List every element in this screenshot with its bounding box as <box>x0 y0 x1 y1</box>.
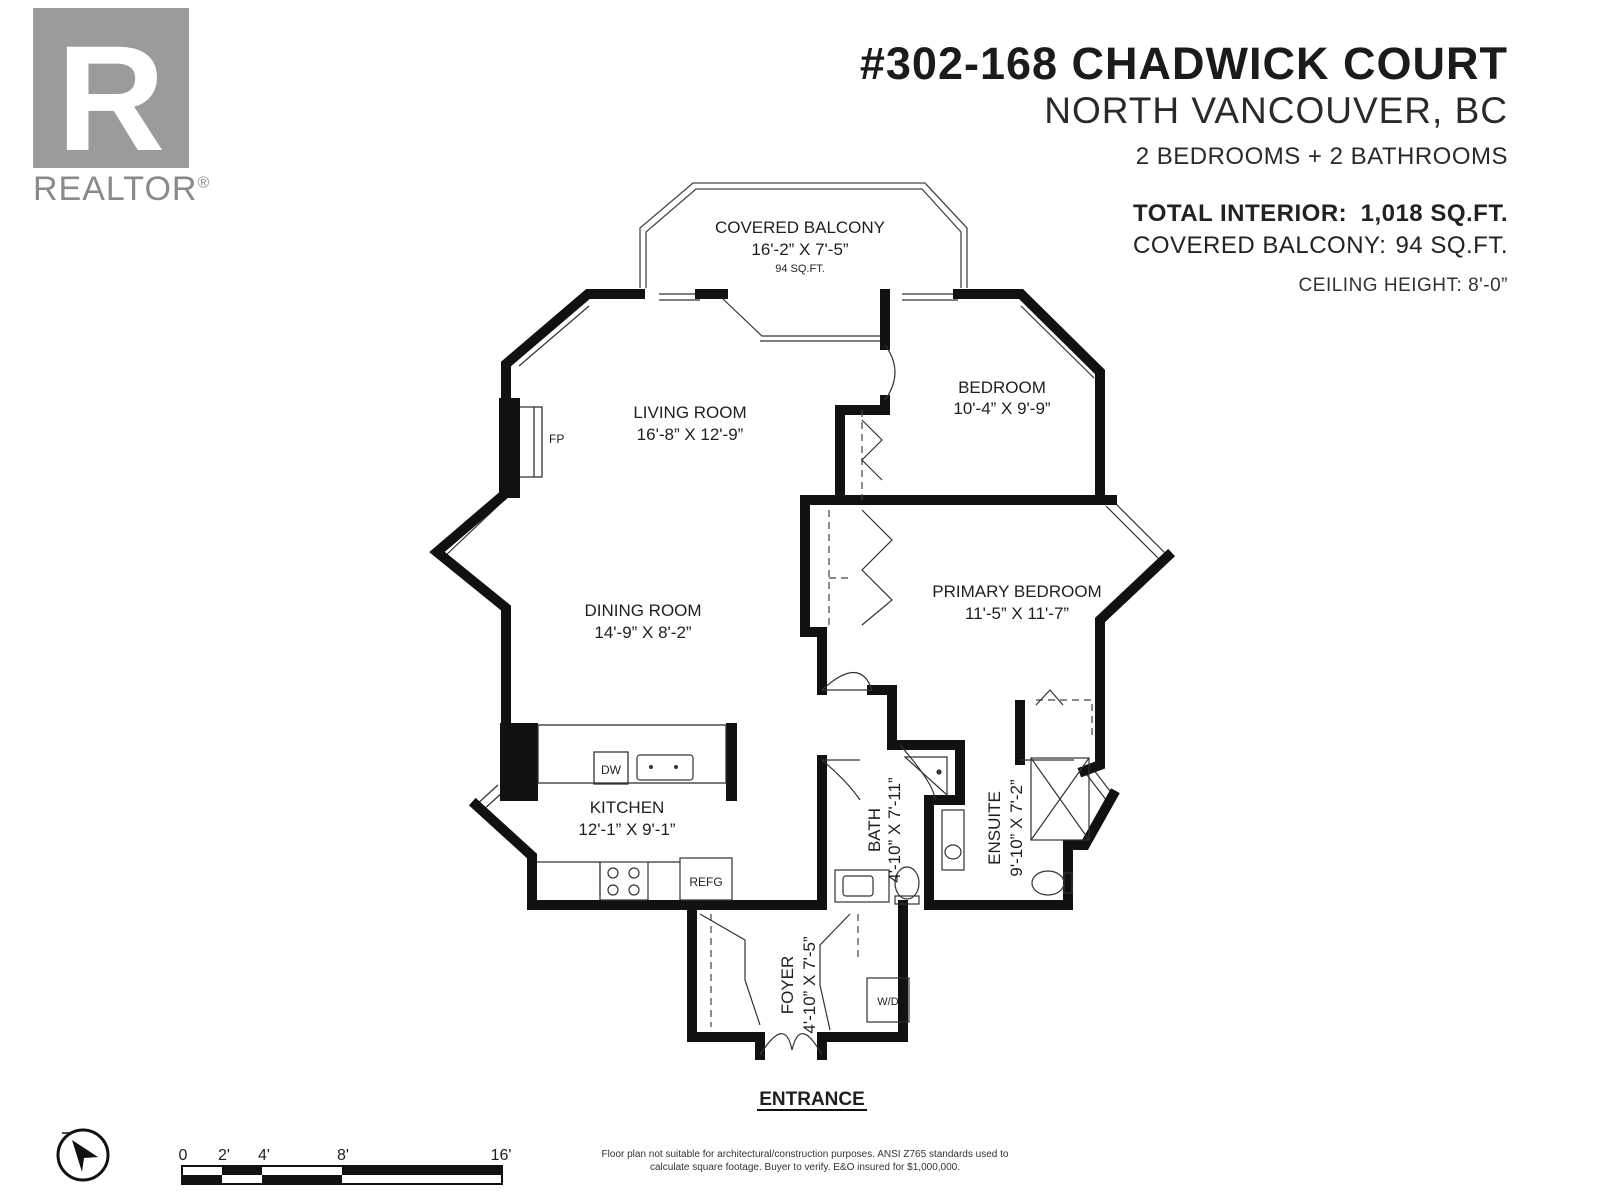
dining-room-name: DINING ROOM <box>584 601 701 620</box>
rooms-summary: 2 BEDROOMS + 2 BATHROOMS <box>1135 143 1508 170</box>
scale-bar: 0 2' 4' 8' 16' <box>179 1147 512 1185</box>
dining-room-dims: 14'-9” X 8'-2” <box>594 623 692 642</box>
bedroom-dims: 10'-4” X 9'-9” <box>953 399 1051 418</box>
balcony-area-label: COVERED BALCONY: <box>1133 232 1387 259</box>
balcony-dims: 16'-2” X 7'-5” <box>751 240 849 259</box>
north-arrow-icon <box>56 1128 110 1182</box>
dishwasher-label: DW <box>601 763 622 777</box>
balcony-area-value: 94 SQ.FT. <box>1395 232 1508 259</box>
property-city: NORTH VANCOUVER, BC <box>1044 90 1508 131</box>
closets <box>710 410 1093 1027</box>
washer-dryer-label: W/D <box>877 996 898 1008</box>
balcony-name: COVERED BALCONY <box>715 218 885 237</box>
kitchen-name: KITCHEN <box>590 798 665 817</box>
total-interior-label: TOTAL INTERIOR: <box>1133 200 1348 227</box>
scale-label-2: 2' <box>218 1147 230 1164</box>
kitchen-island: DW <box>500 723 737 801</box>
ensuite-dims: 9'-10” X 7'-2” <box>1007 779 1026 877</box>
fridge-label: REFG <box>689 875 722 889</box>
ceiling-height: CEILING HEIGHT: 8'-0” <box>1298 275 1508 296</box>
foyer-dims: 4'-10” X 7'-5” <box>800 936 819 1034</box>
scale-label-8: 8' <box>337 1147 349 1164</box>
property-address: #302-168 CHADWICK COURT <box>859 38 1508 89</box>
foyer-name: FOYER <box>778 956 797 1015</box>
doors <box>699 344 1074 1056</box>
bedroom-name: BEDROOM <box>958 378 1046 397</box>
bath-name: BATH <box>865 808 884 852</box>
covered-balcony-outline <box>639 182 968 288</box>
bath-fixtures <box>834 756 948 905</box>
balcony-area: 94 SQ.FT. <box>775 263 825 275</box>
realtor-logo: R <box>33 8 189 182</box>
scale-label-16: 16' <box>491 1147 512 1164</box>
ensuite-fixtures <box>941 757 1090 896</box>
disclaimer: Floor plan not suitable for architectura… <box>601 1149 1009 1173</box>
living-room-dims: 16'-8” X 12'-9” <box>637 425 744 444</box>
balcony-slider <box>722 298 886 345</box>
kitchen-dims: 12'-1” X 9'-1” <box>578 820 676 839</box>
washer-dryer: W/D <box>866 977 910 1023</box>
scale-label-4: 4' <box>258 1147 270 1164</box>
kitchen-counter <box>537 857 733 901</box>
ensuite-name: ENSUITE <box>985 791 1004 865</box>
primary-bedroom-dims: 11'-5” X 11'-7” <box>965 604 1069 623</box>
primary-bedroom-name: PRIMARY BEDROOM <box>932 582 1101 601</box>
living-room-name: LIVING ROOM <box>633 403 746 422</box>
scale-label-0: 0 <box>179 1147 188 1164</box>
fireplace-label: FP <box>549 432 564 446</box>
entrance-label: ENTRANCE <box>759 1089 865 1110</box>
walls <box>429 289 1176 1060</box>
realtor-wordmark: REALTOR® <box>33 170 211 208</box>
bath-dims: 4'-10” X 7'-11” <box>885 777 904 883</box>
room-labels: COVERED BALCONY 16'-2” X 7'-5” 94 SQ.FT.… <box>578 218 1101 839</box>
vertical-room-labels: BATH 4'-10” X 7'-11” ENSUITE 9'-10” X 7'… <box>778 777 1026 1034</box>
realtor-logo-letter: R <box>57 14 165 182</box>
fireplace: FP <box>499 398 564 498</box>
total-interior-value: 1,018 SQ.FT. <box>1360 200 1508 227</box>
